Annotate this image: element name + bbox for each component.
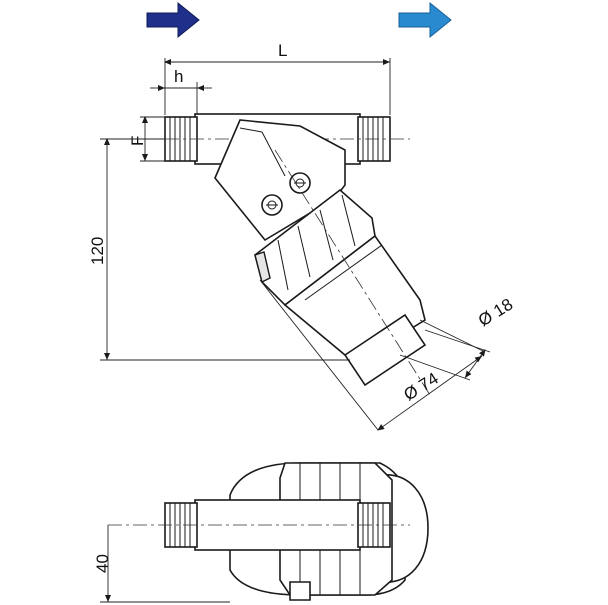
top-view bbox=[108, 462, 429, 601]
screw-icon bbox=[289, 172, 311, 194]
dimension-height-small: h bbox=[150, 67, 212, 115]
dimension-height-total: 120 bbox=[88, 138, 350, 361]
length-label: L bbox=[278, 41, 287, 60]
depth-label: 40 bbox=[93, 554, 112, 573]
dimension-length: L bbox=[164, 41, 391, 115]
height-small-label: h bbox=[174, 67, 183, 86]
outlet-arrow-icon bbox=[398, 1, 452, 39]
side-view bbox=[140, 113, 431, 396]
diameter-inner-label: Ø 18 bbox=[475, 295, 516, 331]
flange-label: F bbox=[128, 136, 147, 146]
dimension-depth: 40 bbox=[93, 525, 230, 603]
inlet-arrow-icon bbox=[146, 1, 200, 39]
height-total-label: 120 bbox=[88, 237, 107, 265]
drain-stub bbox=[343, 313, 427, 387]
screw-icon bbox=[261, 194, 283, 216]
